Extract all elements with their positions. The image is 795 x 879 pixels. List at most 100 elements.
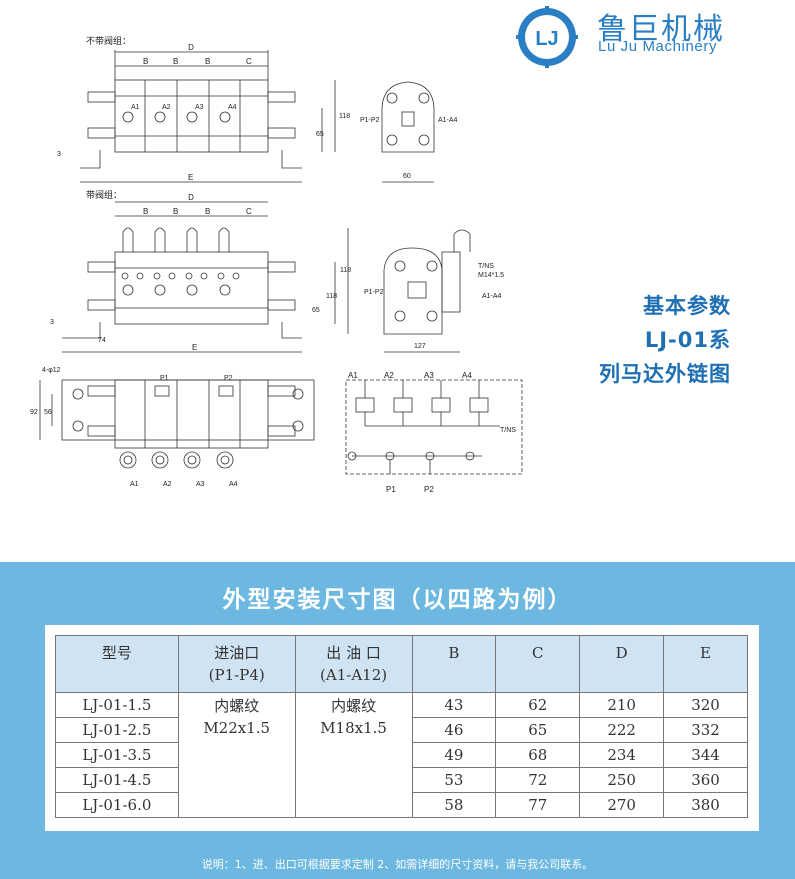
dim-65a: 65 bbox=[316, 131, 324, 138]
dim-127: 127 bbox=[414, 343, 426, 350]
hydraulic-schematic: A1 A2 A3 A4 T/NS P1 P2 bbox=[345, 371, 523, 494]
cell-model: LJ-01-3.5 bbox=[55, 742, 179, 768]
dim-e2: E bbox=[192, 343, 197, 352]
dim-74a: 74 bbox=[98, 337, 106, 344]
dim-b1: B bbox=[143, 57, 148, 66]
schem-a4: A4 bbox=[462, 371, 472, 380]
cell-model: LJ-01-6.0 bbox=[55, 792, 179, 818]
table-header-row: 型号 进油口(P1-P4) 出 油 口(A1-A12) B C D E bbox=[55, 635, 748, 693]
dim-56: 56 bbox=[44, 409, 52, 416]
port-a1: A1 bbox=[131, 104, 140, 111]
table-row: LJ-01-6.0 58 77 270 380 bbox=[55, 792, 748, 818]
side-title-line3: 列马达外链图 bbox=[599, 362, 731, 386]
dimension-table: 型号 进油口(P1-P4) 出 油 口(A1-A12) B C D E LJ-0… bbox=[55, 635, 748, 818]
cell-e: 320 bbox=[663, 692, 748, 718]
valve-ports-grid bbox=[121, 272, 240, 296]
cell-c: 62 bbox=[495, 692, 581, 718]
schem-a1: A1 bbox=[348, 371, 358, 380]
cell-d: 210 bbox=[579, 692, 665, 718]
dim-b3: B bbox=[205, 57, 210, 66]
side-title-line1: 基本参数 bbox=[643, 294, 731, 318]
dim-b6: B bbox=[205, 207, 210, 216]
cell-b: 46 bbox=[411, 717, 497, 743]
dim-d: D bbox=[188, 43, 194, 52]
col-outlet: 出 油 口(A1-A12) bbox=[294, 635, 413, 693]
schem-a2: A2 bbox=[384, 371, 394, 380]
dim-b4: B bbox=[143, 207, 148, 216]
cell-d: 270 bbox=[579, 792, 665, 818]
dim-3b: 3 bbox=[50, 319, 54, 326]
port-p1p2-a: P1-P2 bbox=[360, 117, 380, 124]
label-with-valve: 带阀组： bbox=[86, 189, 122, 201]
cell-model: LJ-01-4.5 bbox=[55, 767, 179, 793]
dim-92: 92 bbox=[30, 409, 38, 416]
schem-a3: A3 bbox=[424, 371, 434, 380]
port-a4: A4 bbox=[228, 104, 237, 111]
dim-e1: E bbox=[188, 173, 193, 182]
cell-model: LJ-01-2.5 bbox=[55, 717, 179, 743]
cell-b: 43 bbox=[411, 692, 497, 718]
dim-h-sv: 118 bbox=[340, 267, 351, 274]
cell-e: 332 bbox=[663, 717, 748, 743]
side-title-line2: LJ-01系 bbox=[644, 328, 731, 352]
schem-p2: P2 bbox=[424, 485, 434, 494]
cell-d: 234 bbox=[579, 742, 665, 768]
cell-e: 360 bbox=[663, 767, 748, 793]
dim-c: C bbox=[246, 57, 252, 66]
label-m14: M14*1.5 bbox=[478, 272, 504, 279]
col-b: B bbox=[411, 635, 497, 693]
cell-model: LJ-01-1.5 bbox=[55, 692, 179, 718]
cell-c: 68 bbox=[495, 742, 581, 768]
dim-118a: 118 bbox=[339, 113, 350, 120]
brand-name-cn: 鲁巨机械 bbox=[597, 12, 725, 47]
cell-b: 58 bbox=[411, 792, 497, 818]
cell-c: 65 bbox=[495, 717, 581, 743]
logo-letters: LJ bbox=[535, 28, 558, 50]
label-ns: T/NS bbox=[478, 263, 494, 270]
cell-e: 380 bbox=[663, 792, 748, 818]
cell-d: 222 bbox=[579, 717, 665, 743]
col-c: C bbox=[495, 635, 581, 693]
fittings-view1 bbox=[87, 91, 296, 139]
label-no-valve: 不带阀组： bbox=[86, 35, 131, 47]
port-p1-bottom: P1 bbox=[160, 375, 169, 382]
col-e: E bbox=[663, 635, 748, 693]
brand-logo: LJ bbox=[516, 6, 578, 68]
table-row: LJ-01-2.5 46 65 222 332 bbox=[55, 717, 748, 743]
section-title: 外型安装尺寸图（以四路为例） bbox=[222, 587, 573, 613]
port-a3-bottom: A3 bbox=[196, 481, 205, 488]
cell-c: 72 bbox=[495, 767, 581, 793]
cell-e: 344 bbox=[663, 742, 748, 768]
col-d: D bbox=[579, 635, 665, 693]
schem-ns: T/NS bbox=[500, 427, 516, 434]
dim-d2: D bbox=[188, 193, 194, 202]
cell-b: 53 bbox=[411, 767, 497, 793]
technical-drawing: 不带阀组： D B B B C A1 A2 A3 A4 E 3 118 65 P… bbox=[30, 35, 523, 494]
port-a3: A3 bbox=[195, 104, 204, 111]
dim-4phi12: 4-φ12 bbox=[42, 367, 61, 374]
cell-c: 77 bbox=[495, 792, 581, 818]
valve-heads bbox=[122, 227, 230, 252]
dim-b2: B bbox=[173, 57, 178, 66]
port-a2: A2 bbox=[162, 104, 171, 111]
dim-60: 60 bbox=[403, 173, 411, 180]
schem-p1: P1 bbox=[386, 485, 396, 494]
brand-name-en: Lu Ju Machinery bbox=[598, 38, 718, 55]
dim-b5: B bbox=[173, 207, 178, 216]
dim-c2: C bbox=[246, 207, 252, 216]
cell-d: 250 bbox=[579, 767, 665, 793]
cell-b: 49 bbox=[411, 742, 497, 768]
col-inlet: 进油口(P1-P4) bbox=[177, 635, 296, 693]
col-model: 型号 bbox=[55, 635, 179, 693]
outlet-fittings bbox=[119, 451, 234, 469]
table-row: LJ-01-3.5 49 68 234 344 bbox=[55, 742, 748, 768]
dim-65b: 65 bbox=[312, 307, 320, 314]
port-a1a4-b: A1-A4 bbox=[482, 293, 502, 300]
dim-3a: 3 bbox=[57, 151, 61, 158]
footnote: 说明：1、进、出口可根据要求定制 2、如需详细的尺寸资料，请与我公司联系。 bbox=[201, 858, 594, 871]
dim-118b: 118 bbox=[326, 293, 337, 300]
port-a4-bottom: A4 bbox=[229, 481, 238, 488]
